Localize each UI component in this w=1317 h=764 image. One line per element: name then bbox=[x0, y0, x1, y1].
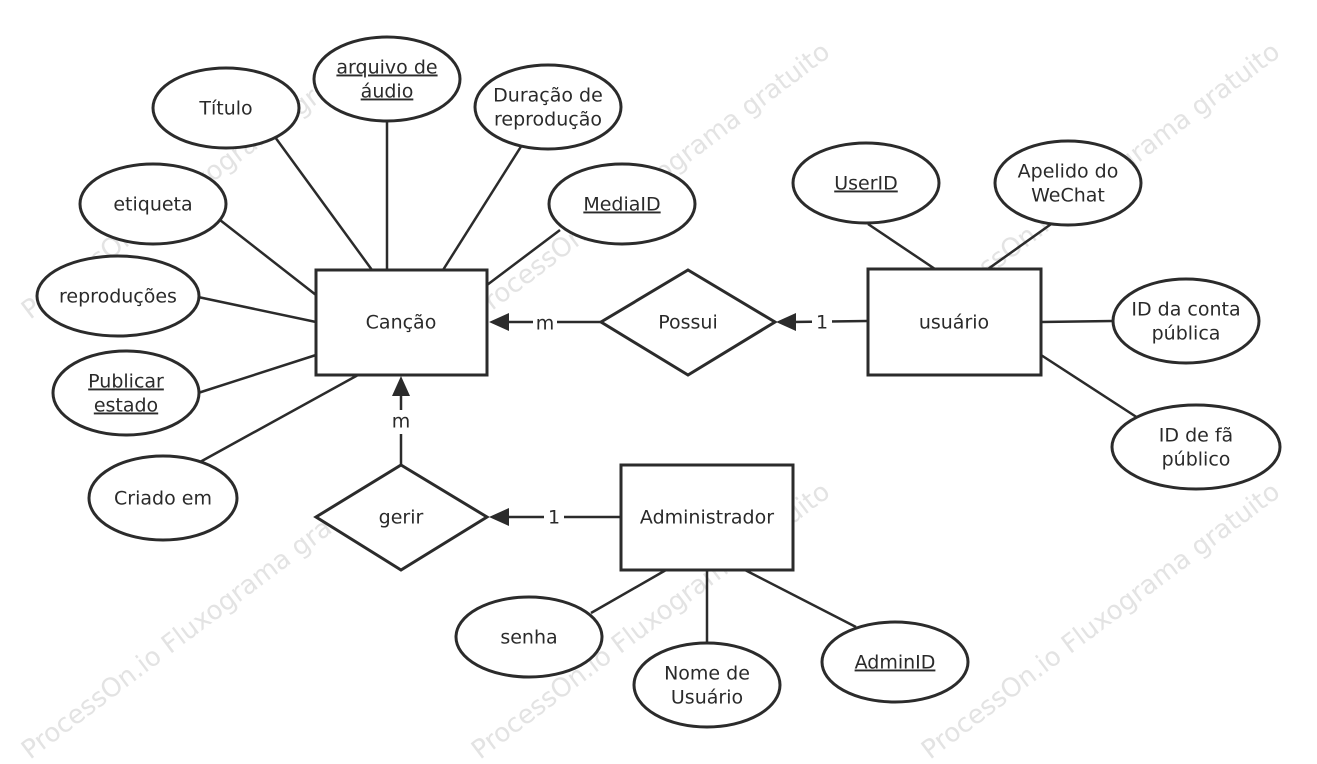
entity-cancao-label: Canção bbox=[366, 312, 437, 334]
arrowhead-icon bbox=[392, 376, 410, 396]
attribute-label: ID da conta bbox=[1131, 299, 1240, 321]
relationship-possui[interactable]: Possui bbox=[598, 268, 778, 377]
attribute-label: AdminID bbox=[855, 652, 936, 674]
attribute-label: público bbox=[1162, 449, 1231, 471]
attribute-label: reproduções bbox=[59, 286, 177, 308]
attribute-cancao-mediaid[interactable]: MediaID bbox=[547, 162, 697, 246]
connector-mediaid bbox=[486, 229, 561, 286]
connector-etiqueta bbox=[219, 219, 317, 296]
cardinality-possui-cancao: m bbox=[536, 313, 555, 335]
attribute-label: pública bbox=[1152, 323, 1221, 345]
attribute-label: etiqueta bbox=[113, 194, 192, 216]
entity-administrador-label: Administrador bbox=[640, 507, 774, 529]
connector-apelido bbox=[987, 220, 1055, 271]
relationship-gerir[interactable]: gerir bbox=[313, 463, 490, 572]
attribute-label: Nome de bbox=[664, 663, 750, 685]
arrowhead-icon bbox=[776, 313, 796, 331]
arrowhead-icon bbox=[489, 508, 509, 526]
attribute-cancao-reproduções[interactable]: reproduções bbox=[35, 254, 201, 338]
attribute-label: reprodução bbox=[494, 109, 602, 131]
attribute-administrador-senha[interactable]: senha bbox=[454, 595, 604, 679]
attribute-cancao-título[interactable]: Título bbox=[151, 66, 301, 150]
entity-cancao[interactable]: Canção bbox=[314, 268, 489, 377]
relationship-possui-label: Possui bbox=[658, 312, 718, 334]
connector-criado-em bbox=[199, 373, 359, 464]
entity-administrador[interactable]: Administrador bbox=[619, 463, 795, 572]
connector-titulo bbox=[273, 136, 374, 271]
attribute-label: UserID bbox=[834, 173, 898, 195]
attribute-label: ID de fã bbox=[1159, 425, 1233, 447]
attribute-cancao-criado-em[interactable]: Criado em bbox=[87, 454, 239, 542]
watermark: ProcessOn.io Fluxograma gratuito bbox=[916, 477, 1286, 764]
attribute-label: senha bbox=[500, 627, 557, 649]
entity-usuario[interactable]: usuário bbox=[866, 267, 1043, 377]
attribute-usuario-userid[interactable]: UserID bbox=[791, 141, 941, 225]
attribute-administrador-adminid[interactable]: AdminID bbox=[820, 620, 970, 704]
attribute-connectors bbox=[197, 116, 1139, 645]
attribute-label: Duração de bbox=[493, 85, 603, 107]
attribute-label: MediaID bbox=[583, 194, 660, 216]
attribute-label: WeChat bbox=[1031, 185, 1105, 207]
connector-id-fa bbox=[1040, 353, 1139, 420]
cardinality-possui-usuario: 1 bbox=[816, 312, 828, 334]
attribute-label: estado bbox=[94, 395, 158, 417]
attribute-label: áudio bbox=[361, 81, 414, 103]
connector-reproducoes bbox=[197, 295, 317, 324]
attribute-label: Publicar bbox=[88, 371, 164, 393]
relationship-gerir-label: gerir bbox=[379, 507, 424, 529]
attribute-label: Título bbox=[198, 98, 252, 120]
cardinality-labels: m 1 m 1 bbox=[389, 310, 832, 530]
cardinality-gerir-admin: 1 bbox=[548, 507, 560, 529]
connector-id-conta bbox=[1040, 319, 1114, 324]
attribute-label: Usuário bbox=[671, 687, 743, 709]
connector-publicar-estado bbox=[197, 353, 317, 395]
connector-userid bbox=[867, 222, 936, 271]
arrowhead-icon bbox=[489, 313, 509, 331]
connector-senha bbox=[590, 568, 667, 615]
attribute-label: Apelido do bbox=[1018, 161, 1119, 183]
attribute-cancao-etiqueta[interactable]: etiqueta bbox=[78, 162, 228, 246]
attribute-label: arquivo de bbox=[336, 57, 437, 79]
cardinality-gerir-cancao: m bbox=[392, 411, 411, 433]
connector-duracao bbox=[441, 144, 524, 271]
connector-adminid bbox=[744, 568, 857, 629]
attribute-label: Criado em bbox=[114, 488, 212, 510]
entity-usuario-label: usuário bbox=[919, 312, 989, 334]
